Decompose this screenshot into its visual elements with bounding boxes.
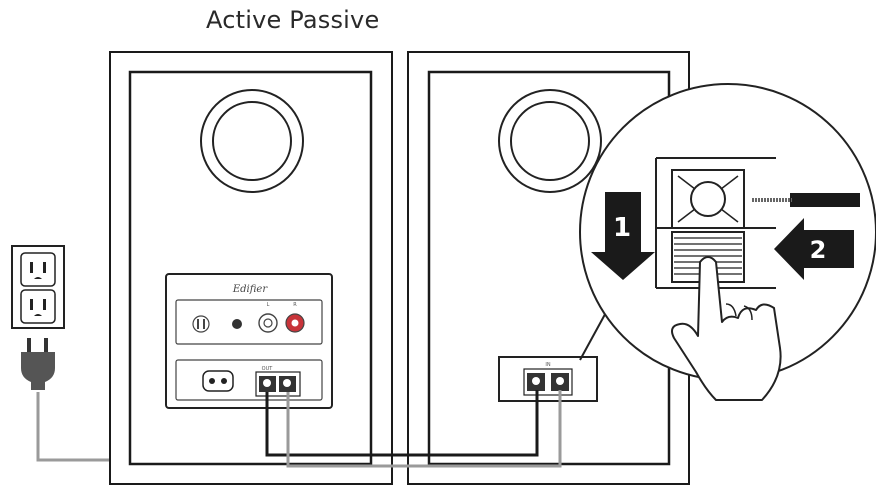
step-2-label: 2 [810,236,827,264]
svg-text:R: R [293,302,297,308]
wire-insulation [790,193,860,207]
step-1-label: 1 [613,213,631,243]
svg-text:OUT: OUT [262,366,274,372]
active-speaker: Edifier L R OUT [109,51,393,485]
power-socket [202,370,234,392]
speaker-cable-gray [286,390,562,468]
arrow-left-icon: 2 [774,218,854,280]
brand-logo: Edifier [232,284,268,295]
power-plug-icon [21,338,55,390]
wall-outlet-icon [11,245,65,329]
arrow-down-icon: 1 [591,192,655,280]
zoom-callout: 1 2 [579,83,876,401]
hand-pointer-icon [671,256,782,401]
svg-text:L: L [267,302,270,308]
active-back-panel: Edifier L R OUT [165,273,333,409]
svg-text:IN: IN [545,362,550,368]
speaker-cable-black [265,390,539,457]
diagram-title: Active Passive [206,6,380,34]
